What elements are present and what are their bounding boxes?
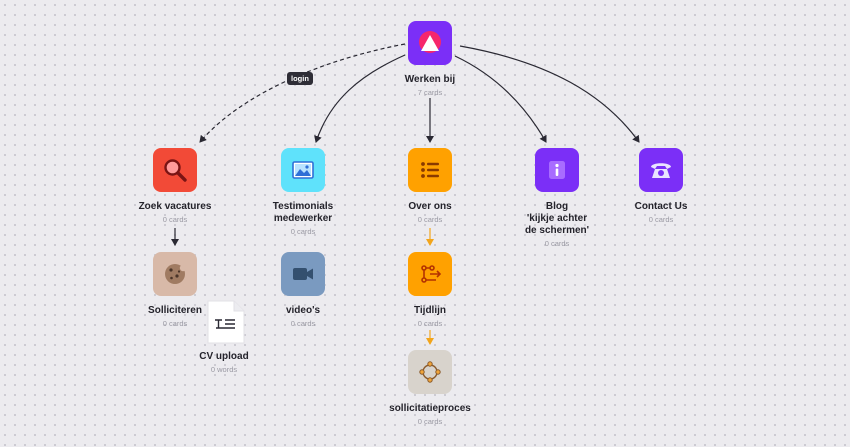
edge-root-blog[interactable]	[454, 55, 547, 143]
node-tile	[408, 148, 452, 192]
list-icon	[421, 162, 439, 178]
node-count: 0 cards	[544, 239, 570, 248]
video-camera-icon	[293, 268, 313, 280]
node-over-ons[interactable]: Over ons 0 cards	[365, 148, 495, 224]
process-cycle-icon	[419, 361, 441, 383]
document-label: CV upload 0 words	[189, 351, 259, 374]
document-title: CV upload	[199, 351, 249, 362]
node-tijdlijn[interactable]: Tijdlijn 0 cards	[365, 252, 495, 328]
document-count: 0 words	[210, 365, 238, 374]
node-count: 7 cards	[417, 88, 443, 97]
edge-root-testimonials[interactable]	[314, 54, 406, 143]
info-icon	[549, 161, 565, 179]
node-tile	[408, 350, 452, 394]
node-count: 0 cards	[648, 215, 674, 224]
telephone-icon	[651, 163, 671, 178]
cookie-icon	[165, 264, 187, 284]
node-count: 0 cards	[162, 319, 188, 328]
node-tile	[639, 148, 683, 192]
node-blog[interactable]: Blog 'kijkje achter de schermen' 0 cards	[492, 148, 622, 248]
node-count: 0 cards	[290, 227, 316, 236]
edge-root-contact[interactable]	[459, 45, 640, 143]
node-testimonials[interactable]: Testimonials medewerker 0 cards	[238, 148, 368, 236]
node-solliciteren[interactable]: Solliciteren 0 cards	[110, 252, 240, 328]
node-title: Zoek vacatures	[138, 201, 212, 212]
node-count: 0 cards	[417, 417, 443, 426]
node-tile	[281, 148, 325, 192]
node-tile	[535, 148, 579, 192]
root-tile	[408, 21, 452, 65]
node-title: Testimonials medewerker	[272, 201, 334, 224]
node-title: Over ons	[408, 201, 452, 212]
root-node-werken-bij[interactable]: Werken bij 7 cards	[365, 21, 495, 97]
node-count: 0 cards	[290, 319, 316, 328]
node-tile	[153, 252, 197, 296]
node-title: sollicitatieproces	[389, 403, 471, 414]
edge-label-login: login	[287, 72, 313, 85]
node-count: 0 cards	[162, 215, 188, 224]
triangle-logo-icon	[419, 31, 441, 53]
node-title: Blog 'kijkje achter de schermen'	[524, 201, 590, 236]
node-title: Werken bij	[404, 74, 456, 85]
node-title: video's	[285, 305, 321, 316]
timeline-icon	[421, 265, 442, 283]
magnifier-icon	[164, 159, 187, 182]
node-videos[interactable]: video's 0 cards	[238, 252, 368, 328]
node-count: 0 cards	[417, 319, 443, 328]
node-title: Tijdlijn	[413, 305, 447, 316]
node-count: 0 cards	[417, 215, 443, 224]
node-title: Contact Us	[634, 201, 688, 212]
node-tile	[408, 252, 452, 296]
node-title: Solliciteren	[148, 305, 202, 316]
node-tile	[153, 148, 197, 192]
node-sollicitatieproces[interactable]: sollicitatieproces 0 cards	[365, 350, 495, 426]
node-contact-us[interactable]: Contact Us 0 cards	[596, 148, 726, 224]
document-text-icon	[207, 300, 245, 344]
node-zoek-vacatures[interactable]: Zoek vacatures 0 cards	[110, 148, 240, 224]
image-icon	[292, 161, 314, 179]
document-cv-upload[interactable]	[207, 300, 245, 344]
node-tile	[281, 252, 325, 296]
